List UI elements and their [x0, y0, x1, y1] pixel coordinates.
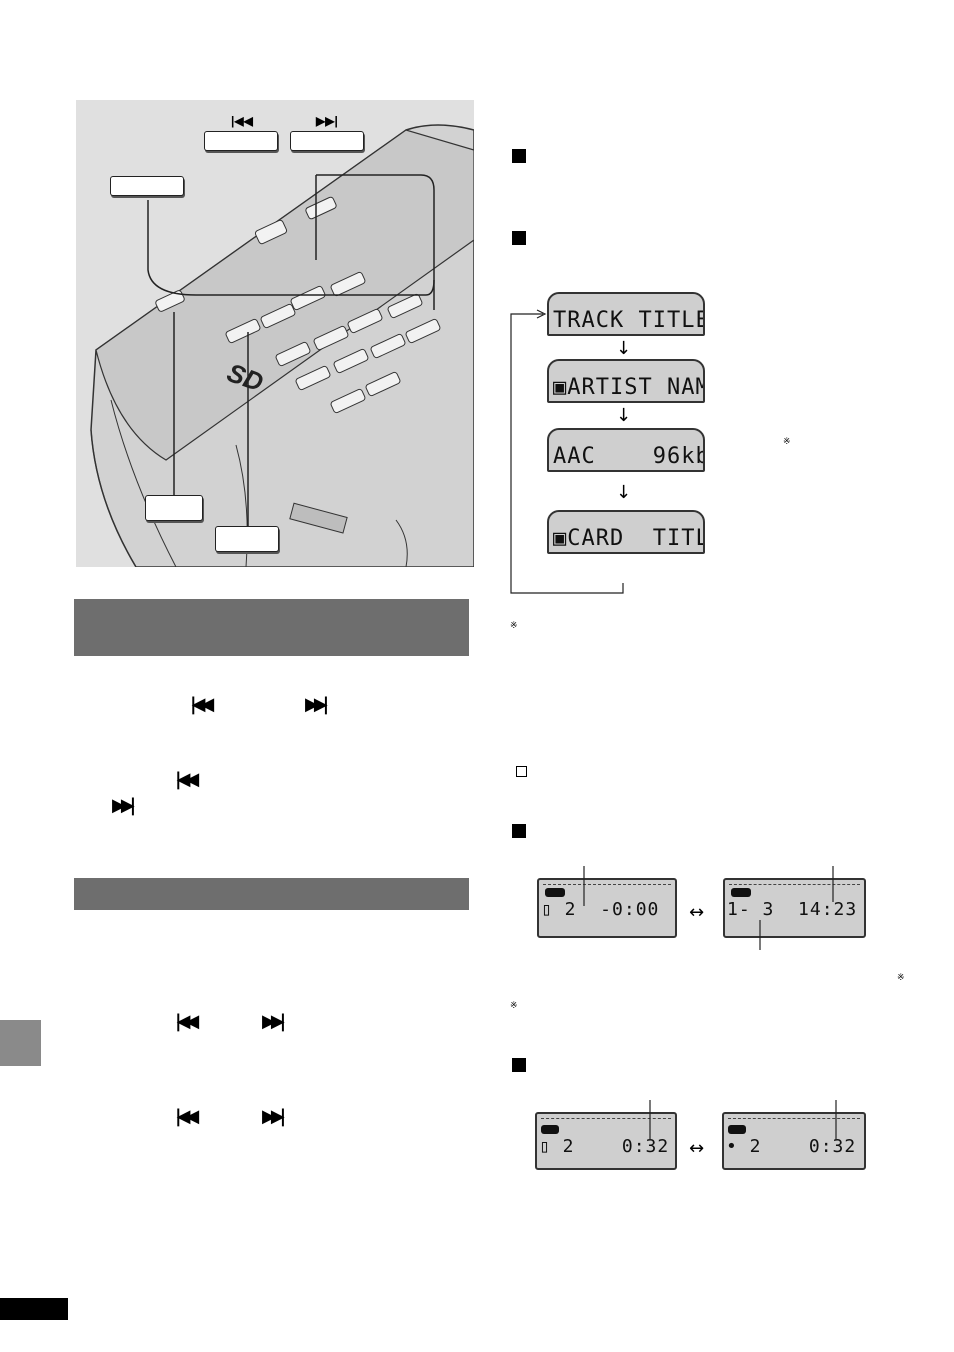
lcd-screen: ▣CARD TITLE [547, 510, 705, 554]
skip-back-glyph-small: |◀◀ [231, 114, 253, 128]
battery-indicator [728, 1125, 746, 1134]
button-callout-1 [110, 176, 184, 196]
page-language-tab [0, 1298, 68, 1320]
down-arrow: ↓ [616, 482, 632, 503]
skip-forward-icon: ▶▶| [305, 694, 329, 715]
lcd-display-right: • 2 0:32 [722, 1112, 866, 1170]
rec-indicator [731, 888, 751, 897]
loop-arrow [510, 309, 624, 594]
swap-arrow: ↔ [689, 1138, 705, 1159]
device-drawing: SD [90, 124, 474, 567]
lcd-display-left: ▯ 2 -0:00 [537, 878, 677, 938]
lcd-text: ▣ARTIST NAME [553, 375, 703, 400]
lcd-display-right: 1- 3 14:23 [723, 878, 866, 938]
lcd-text: TRACK TITLE [553, 308, 705, 333]
pointer-line [832, 866, 834, 902]
skip-back-callout [204, 131, 278, 151]
lcd-main-text: 1- 3 14:23 [727, 899, 858, 920]
pointer-line [649, 1100, 651, 1140]
side-index-tab [0, 1020, 41, 1066]
bullet-square [512, 824, 526, 838]
down-arrow: ↓ [616, 338, 632, 359]
skip-forward-icon: ▶▶| [112, 795, 136, 816]
bullet-square [512, 149, 526, 163]
swap-arrow: ↔ [689, 902, 705, 923]
pointer-line [759, 920, 761, 950]
pointer-line [583, 866, 585, 906]
pointer-line [835, 1100, 837, 1140]
skip-forward-icon: ▶▶| [262, 1011, 286, 1032]
rec-indicator [545, 888, 565, 897]
device-illustration: SD [76, 100, 474, 567]
section-heading-bar-2 [74, 878, 469, 910]
lcd-screen: TRACK TITLE [547, 292, 705, 336]
battery-indicator [541, 1125, 559, 1134]
bullet-square [512, 231, 526, 245]
lcd-main-text: ▯ 2 0:32 [539, 1136, 670, 1157]
asterisk-note: ※ [783, 436, 791, 446]
bullet-square [512, 1058, 526, 1072]
skip-back-icon: |◀◀ [190, 694, 214, 715]
button-callout-3 [215, 526, 279, 552]
skip-back-icon: |◀◀ [175, 1011, 199, 1032]
lcd-main-text: • 2 0:32 [726, 1136, 857, 1157]
lcd-text: AAC 96kbps [553, 444, 703, 469]
lcd-main-text: ▯ 2 -0:00 [541, 899, 660, 920]
section-heading-bar-1 [74, 599, 469, 656]
lcd-screen: AAC 96kbps [547, 428, 705, 472]
skip-forward-glyph-small: ▶▶| [316, 114, 338, 128]
asterisk-note: ※ [510, 1000, 518, 1010]
asterisk-note: ※ [897, 972, 905, 982]
skip-back-icon: |◀◀ [175, 1106, 199, 1127]
down-arrow: ↓ [616, 405, 632, 426]
hollow-square [516, 766, 527, 777]
skip-back-icon: |◀◀ [175, 769, 199, 790]
skip-forward-callout [290, 131, 364, 151]
button-callout-2 [145, 495, 203, 521]
lcd-text: ▣CARD TITLE [553, 526, 703, 551]
skip-forward-icon: ▶▶| [262, 1106, 286, 1127]
lcd-display-left: ▯ 2 0:32 [535, 1112, 677, 1170]
lcd-screen: ▣ARTIST NAME [547, 359, 705, 403]
asterisk-note: ※ [510, 620, 518, 630]
